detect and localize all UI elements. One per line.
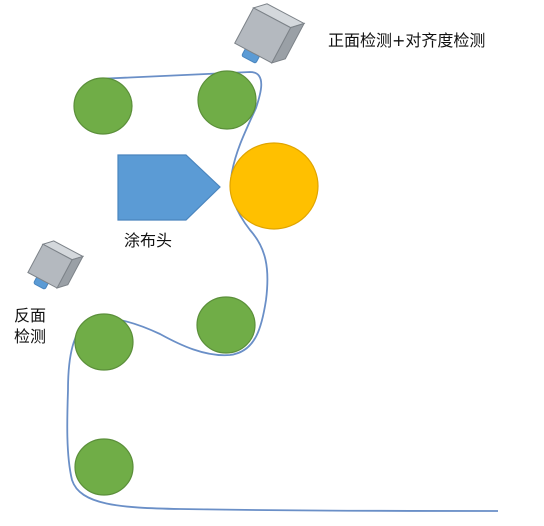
guide-roller-middle-right bbox=[196, 296, 256, 354]
guide-roller-bottom-left bbox=[74, 438, 134, 496]
back-inspection-label-line2: 检测 bbox=[14, 327, 47, 346]
back-inspection-label-line1: 反面 bbox=[14, 306, 47, 325]
coating-head-shape bbox=[117, 154, 221, 221]
guide-roller-top-left bbox=[73, 77, 133, 135]
guide-roller-top-right bbox=[197, 70, 257, 130]
coating-roller bbox=[229, 142, 319, 230]
camera-icon bbox=[27, 240, 85, 290]
web-path bbox=[66, 71, 499, 512]
coating-head-label: 涂布头 bbox=[124, 231, 173, 250]
front-inspection-label: 正面检测+对齐度检测 bbox=[328, 31, 486, 50]
camera-icon bbox=[234, 3, 306, 64]
guide-roller-middle-left bbox=[74, 313, 134, 371]
back-inspection-label: 反面 检测 bbox=[14, 305, 46, 347]
